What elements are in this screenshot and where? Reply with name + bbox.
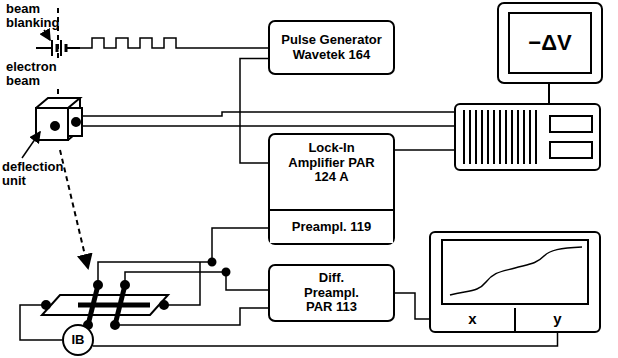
junction-dot <box>209 259 216 266</box>
deflection-unit <box>36 98 82 140</box>
node-text: y <box>553 311 561 328</box>
wire <box>115 308 268 325</box>
monitor-screen: −ΔV <box>508 12 592 74</box>
recorder-input: x <box>430 306 515 332</box>
preamp-section: Preampl. 119 <box>270 209 393 243</box>
electron-beam <box>60 150 88 268</box>
node-text: Lock-In Amplifier PAR 124 A <box>287 141 377 185</box>
wire <box>164 262 200 305</box>
node-text: IB <box>72 333 85 348</box>
hall-bar-sample <box>42 281 168 329</box>
node-text: Preampl. 119 <box>292 220 372 235</box>
monitor <box>498 3 602 83</box>
instrument-box: Lock-In Amplifier PAR 124 A Preampl. 119 <box>268 133 395 245</box>
node-text: −ΔV <box>528 31 571 56</box>
signal-wire <box>93 332 558 346</box>
wire <box>20 305 62 340</box>
pulse-waveform <box>80 38 268 48</box>
leader-line <box>44 30 50 40</box>
junction-dot <box>223 269 230 276</box>
xy-recorder <box>430 232 600 332</box>
wire <box>395 149 455 151</box>
part-label: beam blanking <box>6 2 76 31</box>
wire <box>125 272 268 290</box>
node-text: x <box>468 311 476 328</box>
leader-line <box>22 132 40 158</box>
signal-wire <box>240 59 268 164</box>
wire <box>98 228 268 285</box>
recorder-input: y <box>515 306 600 332</box>
part-label: deflection unit <box>2 160 72 189</box>
instrument-box: Pulse Generator Wavetek 164 <box>268 20 395 75</box>
computer <box>455 104 600 170</box>
node-text: Diff. Preampl. PAR 113 <box>296 271 368 315</box>
node-text: Pulse Generator Wavetek 164 <box>272 33 391 62</box>
part-label: electron beam <box>6 60 66 89</box>
current-source: IB <box>62 324 94 356</box>
signal-wire <box>395 293 430 319</box>
wire <box>548 83 550 104</box>
wire <box>82 112 455 116</box>
instrument-box: Diff. Preampl. PAR 113 <box>268 264 395 322</box>
wire <box>82 125 455 127</box>
